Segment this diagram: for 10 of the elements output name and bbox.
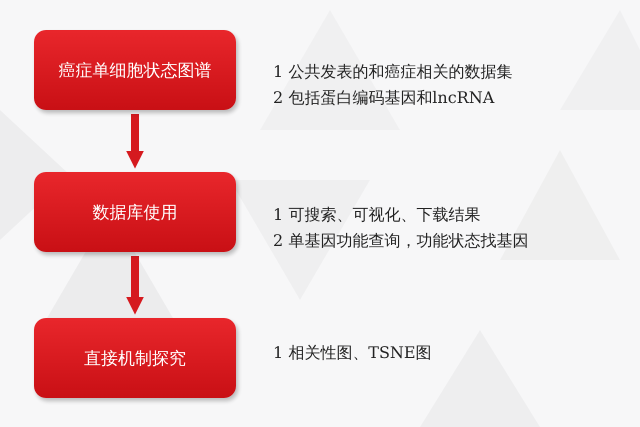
process-box: 数据库使用 <box>34 172 236 252</box>
note-text: 2 包括蛋白编码基因和lncRNA <box>273 87 494 109</box>
arrow <box>126 256 144 315</box>
process-box: 直接机制探究 <box>34 318 236 398</box>
note-text: 2 单基因功能查询，功能状态找基因 <box>273 230 528 252</box>
arrow <box>126 114 144 169</box>
note-text: 1 相关性图、TSNE图 <box>273 342 432 364</box>
note-text: 1 可搜索、可视化、下载结果 <box>273 204 480 226</box>
process-box: 癌症单细胞状态图谱 <box>34 30 236 110</box>
note-text: 1 公共发表的和癌症相关的数据集 <box>273 61 512 83</box>
